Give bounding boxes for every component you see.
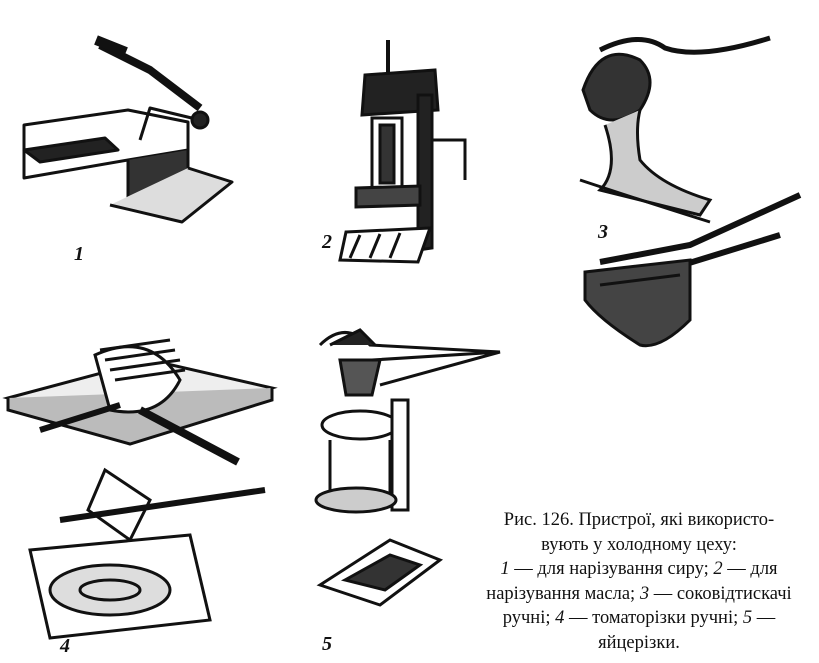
caption-number-5: 5 bbox=[742, 608, 753, 628]
caption-number-2: 2 bbox=[713, 559, 723, 579]
caption-line-2: вують у холодному цеху: bbox=[541, 534, 737, 555]
caption-text-1a: — для нарізування сиру; bbox=[509, 559, 714, 579]
butter-cutter-drawing bbox=[338, 40, 467, 264]
egg-slicer-drawing bbox=[314, 328, 501, 607]
caption-text-3b: — томаторізки ручні; bbox=[564, 608, 743, 628]
hand-press-juicer-drawing bbox=[583, 192, 802, 348]
cheese-slicer-drawing bbox=[22, 35, 234, 224]
figure-number-1: 1 bbox=[74, 243, 84, 265]
figure-number-2: 2 bbox=[322, 231, 332, 253]
caption-line-4: нарізування масла; 3 — соковідтискачі bbox=[478, 582, 800, 607]
caption-text-3a: ручні; bbox=[502, 608, 556, 628]
caption-number-1: 1 bbox=[500, 559, 510, 579]
figure-number-4: 4 bbox=[60, 635, 70, 657]
caption-number-4: 4 bbox=[555, 608, 565, 628]
tomato-slicer-drawing bbox=[2, 338, 278, 466]
caption-line-3: 1 — для нарізування сиру; 2 — для bbox=[478, 557, 800, 582]
egg-slicer-plate-drawing bbox=[28, 467, 266, 640]
figure-number-5: 5 bbox=[322, 633, 332, 655]
caption-line-5: ручні; 4 — томаторізки ручні; 5 — bbox=[478, 606, 800, 631]
caption-line-1: Рис. 126. Пристрої, які використо- bbox=[503, 510, 775, 530]
caption-text-3c: — bbox=[752, 608, 776, 628]
caption-text-2a: нарізування масла; bbox=[486, 583, 640, 604]
caption-line-6: яйцерізки. bbox=[598, 632, 680, 653]
figure-caption: Рис. 126. Пристрої, які використо- вують… bbox=[478, 508, 800, 655]
figure-number-3: 3 bbox=[598, 221, 608, 243]
juicer-stand-drawing bbox=[579, 35, 771, 224]
caption-text-1b: — для bbox=[722, 559, 778, 579]
caption-number-3: 3 bbox=[639, 583, 650, 604]
caption-text-2b: — соковідтискачі bbox=[649, 583, 792, 604]
